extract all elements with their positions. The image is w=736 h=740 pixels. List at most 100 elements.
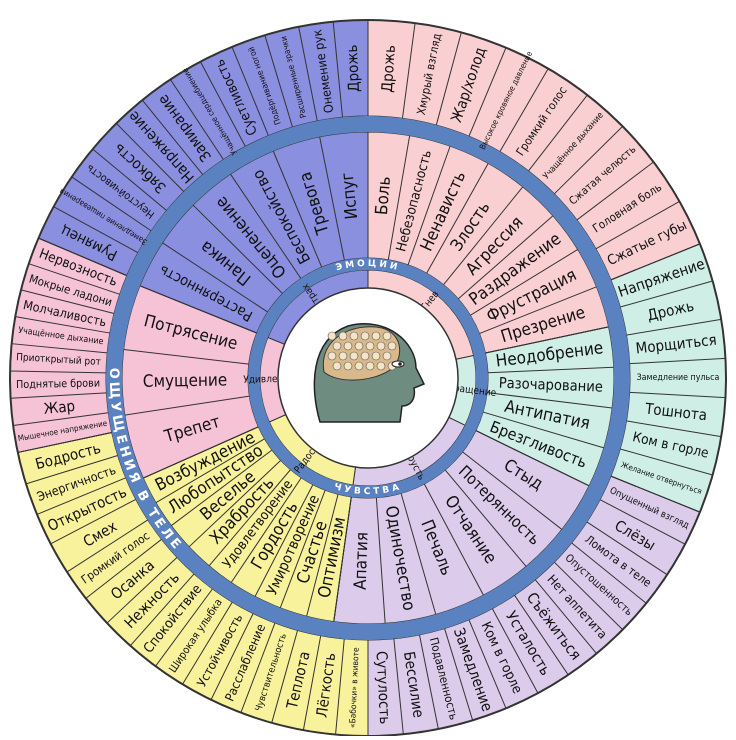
body-divider — [586, 521, 668, 576]
feeling-divider — [475, 430, 590, 487]
body-divider — [141, 99, 204, 175]
body-divider — [10, 370, 107, 374]
feeling-divider — [375, 497, 386, 624]
body-divider — [332, 21, 344, 118]
face-icon — [327, 351, 337, 361]
face-icon — [349, 331, 359, 341]
body-divider — [534, 579, 597, 654]
body-divider — [36, 477, 126, 515]
body-divider — [10, 392, 107, 399]
emotions-ring-label: ЭМОЦИИ — [335, 259, 401, 273]
feeling-divider — [423, 483, 484, 596]
body-label: Приоткрытый рот — [16, 352, 101, 368]
feeling-divider — [123, 348, 249, 365]
body-divider — [491, 608, 539, 694]
body-label: Дрожь — [378, 44, 399, 93]
body-divider — [302, 635, 322, 731]
feeling-label: Боль — [372, 176, 395, 216]
feeling-divider — [319, 136, 345, 261]
feeling-label: Разочарование — [498, 375, 603, 396]
body-divider — [28, 263, 120, 295]
body-divider — [264, 35, 293, 128]
body-label: «Бабочки» в животе — [347, 647, 361, 728]
body-label: Дрожь — [343, 44, 363, 92]
body-divider — [393, 638, 404, 735]
body-divider — [199, 61, 246, 147]
feeling-divider — [155, 438, 265, 504]
body-divider — [418, 634, 439, 730]
body-divider — [444, 628, 474, 721]
face-icon — [338, 351, 348, 361]
body-divider — [129, 573, 195, 647]
body-divider — [17, 431, 112, 453]
feeling-divider — [139, 285, 257, 334]
face-icon — [354, 361, 364, 371]
feeling-divider — [400, 493, 437, 615]
body-divider — [50, 498, 137, 545]
face-icon — [382, 331, 392, 341]
feeling-divider — [387, 135, 411, 260]
body-label: Жар — [43, 397, 76, 418]
feeling-divider — [170, 449, 273, 527]
feeling-divider — [188, 459, 282, 548]
feeling-label: Смущение — [143, 370, 228, 391]
body-label: Сутулость — [373, 651, 395, 725]
emotions-ring — [248, 258, 488, 498]
feeling-divider — [487, 392, 613, 409]
body-divider — [514, 594, 569, 676]
body-divider — [595, 200, 680, 250]
feeling-divider — [333, 496, 352, 622]
body-divider — [13, 412, 109, 426]
face-icon — [349, 351, 359, 361]
feeling-divider — [443, 186, 524, 286]
face-icon — [327, 331, 337, 341]
body-divider — [271, 630, 299, 723]
body-divider — [620, 280, 713, 308]
body-label: Поднятые брови — [16, 376, 100, 391]
face-icon — [371, 331, 381, 341]
body-divider — [210, 613, 254, 700]
body-divider — [85, 538, 162, 599]
body-divider — [335, 638, 345, 735]
face-icon — [365, 361, 375, 371]
body-divider — [231, 46, 269, 136]
body-divider — [629, 391, 726, 399]
body-divider — [15, 316, 110, 334]
face-icon — [332, 341, 342, 351]
feeling-divider — [487, 366, 614, 374]
body-divider — [92, 148, 167, 211]
body-divider — [401, 23, 416, 119]
feeling-divider — [462, 451, 563, 530]
body-divider — [25, 454, 118, 485]
body-divider — [620, 448, 713, 476]
body-divider — [240, 622, 276, 713]
body-divider — [435, 32, 462, 126]
face-icon — [382, 351, 392, 361]
body-divider — [169, 79, 224, 160]
body-divider — [11, 343, 108, 354]
feeling-divider — [162, 242, 269, 313]
face-icon — [376, 341, 386, 351]
face-icon — [332, 361, 342, 371]
emotion-label: Удивление — [243, 374, 295, 386]
pupil-icon — [398, 362, 402, 366]
feeling-divider — [124, 395, 250, 416]
emotions-ring-label-text: ЭМОЦИИ — [335, 259, 398, 273]
body-divider — [106, 556, 178, 624]
body-divider — [599, 499, 686, 545]
face-icon — [360, 351, 370, 361]
body-divider — [115, 123, 185, 193]
body-divider — [626, 420, 722, 438]
body-divider — [155, 588, 213, 667]
face-icon — [354, 341, 364, 351]
feeling-divider — [485, 326, 609, 354]
body-divider — [38, 237, 128, 277]
body-divider — [66, 519, 149, 573]
face-icon — [365, 341, 375, 351]
feeling-divider — [279, 489, 326, 609]
feeling-divider — [254, 484, 314, 597]
face-icon — [387, 341, 397, 351]
feeling-divider — [230, 477, 302, 583]
